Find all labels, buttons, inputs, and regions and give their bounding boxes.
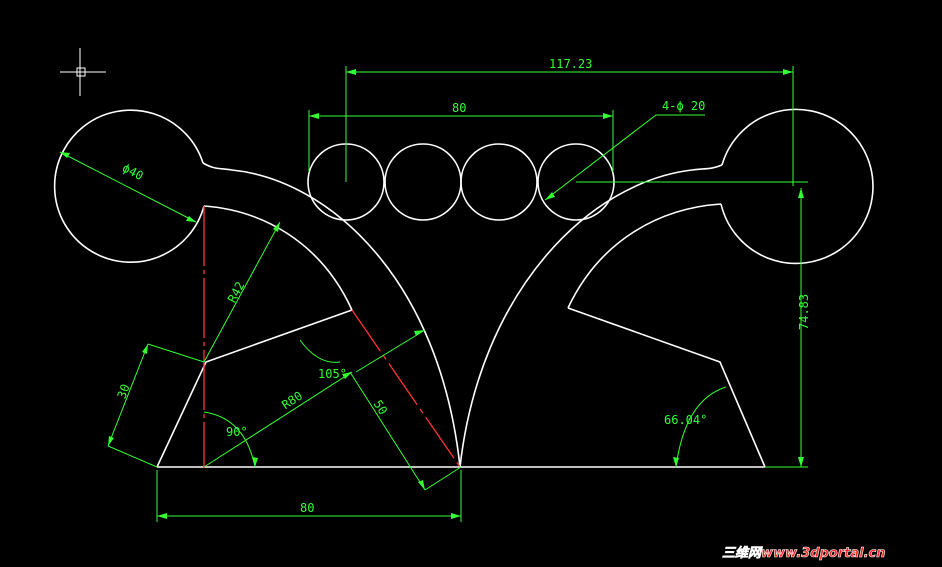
centerlines <box>203 206 461 468</box>
crosshair-cursor-icon <box>60 48 106 96</box>
right-outer-arc <box>459 164 723 468</box>
dim-length-50: 50 <box>371 398 391 418</box>
dimension-lines <box>59 66 808 522</box>
dim-circle-callout: 4-ϕ 20 <box>662 99 705 113</box>
left-outer-arc <box>202 162 461 468</box>
dim-left-circle-dia: ϕ40 <box>120 161 146 184</box>
left-inner-arc <box>203 205 353 311</box>
dim-circle-span: 80 <box>452 101 466 115</box>
dim-angle-90: 90° <box>226 425 248 439</box>
dim-radius-80: R80 <box>279 389 305 413</box>
dim-height: 74.83 <box>797 294 811 330</box>
small-circle-2 <box>384 143 462 221</box>
dim-angle-66: 66.04° <box>664 413 707 427</box>
dim-angle-105: 105° <box>318 367 347 381</box>
dim-radius-42: R42 <box>225 279 248 305</box>
part-outline <box>53 108 874 468</box>
dimension-arrows <box>60 69 804 519</box>
right-circle-arc <box>720 108 874 265</box>
watermark: 三维网www.3dportal.cn <box>722 545 885 561</box>
centerline-diagonal <box>351 309 461 468</box>
right-inner-arc <box>567 203 722 309</box>
dim-base-80: 80 <box>300 501 314 515</box>
right-notch <box>567 307 766 468</box>
dim-overall-width: 117.23 <box>549 57 592 71</box>
left-circle-arc <box>53 109 205 263</box>
left-notch <box>156 309 353 468</box>
small-circle-3 <box>460 143 538 221</box>
dim-length-30: 30 <box>115 382 133 400</box>
